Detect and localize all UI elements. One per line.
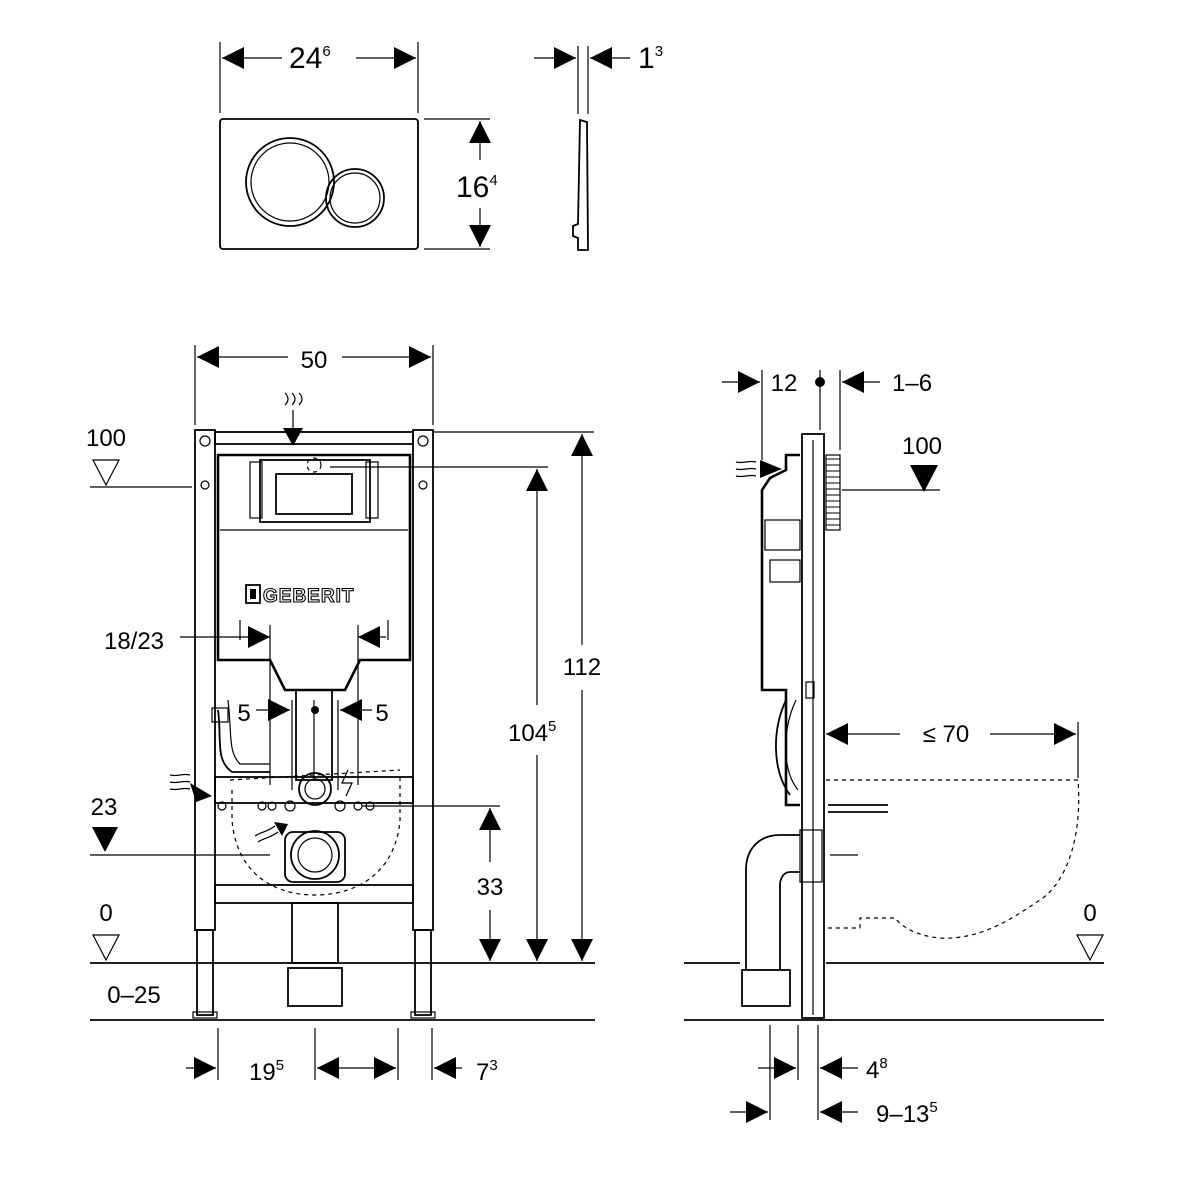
plate-height-label: 164 bbox=[456, 171, 498, 204]
svg-text:5: 5 bbox=[375, 700, 388, 727]
side-view-frame: 12 1–6 100 ≤ bbox=[684, 370, 1104, 1128]
svg-text:5: 5 bbox=[237, 700, 250, 727]
svg-text:0–25: 0–25 bbox=[107, 982, 160, 1009]
side-water-supply-icon bbox=[169, 773, 212, 802]
svg-text:112: 112 bbox=[563, 654, 601, 681]
svg-text:73: 73 bbox=[476, 1057, 498, 1086]
flush-plate-front: 246 164 bbox=[219, 42, 498, 250]
side-dim-12: 12 bbox=[771, 370, 798, 397]
drain-arrow-icon bbox=[254, 822, 288, 843]
svg-text:18/23: 18/23 bbox=[104, 628, 164, 655]
side-dim-le-70: ≤ 70 bbox=[923, 721, 970, 748]
svg-text:195: 195 bbox=[249, 1057, 284, 1086]
side-dim-4-8: 48 bbox=[866, 1055, 888, 1084]
power-supply-icon bbox=[341, 769, 353, 797]
frame-width-label: 50 bbox=[301, 347, 328, 374]
dim-bottom-front: 195 73 bbox=[186, 1028, 498, 1086]
side-dim-9-13: 9–135 bbox=[876, 1099, 938, 1128]
plate-depth-label: 13 bbox=[638, 42, 663, 75]
dim-112: 112 bbox=[433, 431, 601, 961]
svg-text:23: 23 bbox=[91, 794, 118, 821]
dim-104: 1045 bbox=[330, 466, 556, 961]
dim-5-5: 5 5 bbox=[237, 699, 389, 790]
svg-text:GEBERIT: GEBERIT bbox=[263, 586, 354, 607]
flush-plate-side: 13 bbox=[534, 42, 663, 251]
side-level-100: 100 bbox=[902, 433, 942, 460]
svg-text:1045: 1045 bbox=[508, 718, 556, 747]
side-dim-1-6: 1–6 bbox=[892, 370, 932, 397]
svg-text:33: 33 bbox=[477, 874, 504, 901]
front-view-frame: 50 GEBERIT bbox=[192, 345, 436, 1019]
plate-width-label: 246 bbox=[289, 42, 331, 75]
svg-text:0: 0 bbox=[99, 900, 112, 927]
dim-33: 33 bbox=[362, 805, 504, 961]
level-23: 23 bbox=[90, 794, 270, 856]
level-0-front: 0 0–25 bbox=[90, 900, 595, 1021]
side-level-0: 0 bbox=[1083, 900, 1096, 927]
water-supply-icon bbox=[283, 392, 303, 446]
svg-text:100: 100 bbox=[86, 425, 126, 452]
geberit-logo: GEBERIT bbox=[245, 584, 354, 608]
level-100-front: 100 bbox=[86, 425, 192, 488]
